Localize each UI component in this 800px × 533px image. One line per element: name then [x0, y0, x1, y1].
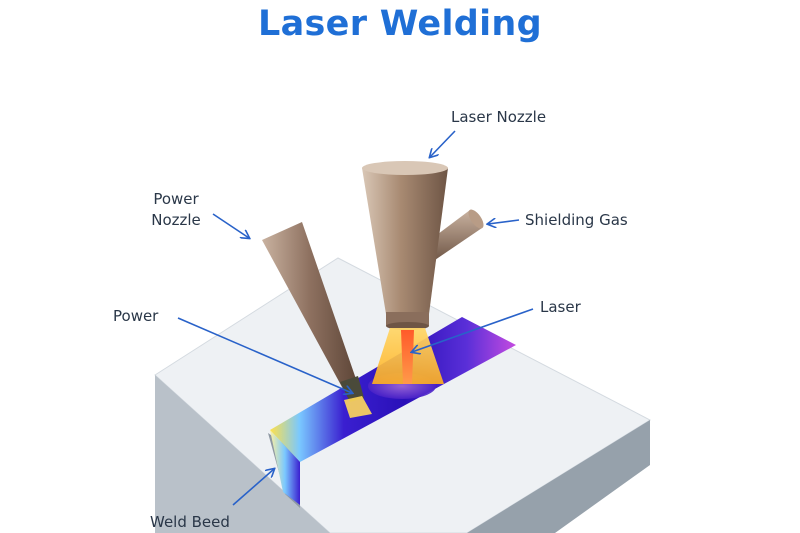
- label-power-nozzle-line1: Power: [153, 190, 199, 208]
- weld-bead-front: [270, 430, 300, 505]
- label-power: Power: [113, 307, 159, 325]
- laser-beam: [401, 330, 414, 384]
- laser-nozzle: [362, 161, 448, 330]
- power-stream: [344, 396, 372, 418]
- arrow-weld-beed: [232, 469, 274, 506]
- label-shielding-gas: Shielding Gas: [525, 211, 628, 229]
- arrow-laser: [412, 308, 534, 352]
- label-power-nozzle: Power Nozzle: [150, 189, 202, 231]
- arrow-laser-nozzle: [430, 130, 456, 157]
- arrow-shielding-gas: [488, 220, 520, 224]
- arrow-power-nozzle: [212, 213, 249, 238]
- arrow-power: [177, 317, 352, 393]
- pointer-arrows: [177, 130, 534, 506]
- label-laser: Laser: [540, 298, 581, 316]
- label-weld-beed: Weld Beed: [150, 513, 230, 531]
- plate-right-face: [467, 420, 650, 533]
- diagram-title: Laser Welding: [258, 4, 542, 44]
- label-power-nozzle-line2: Nozzle: [151, 211, 201, 229]
- label-laser-nozzle: Laser Nozzle: [451, 108, 547, 126]
